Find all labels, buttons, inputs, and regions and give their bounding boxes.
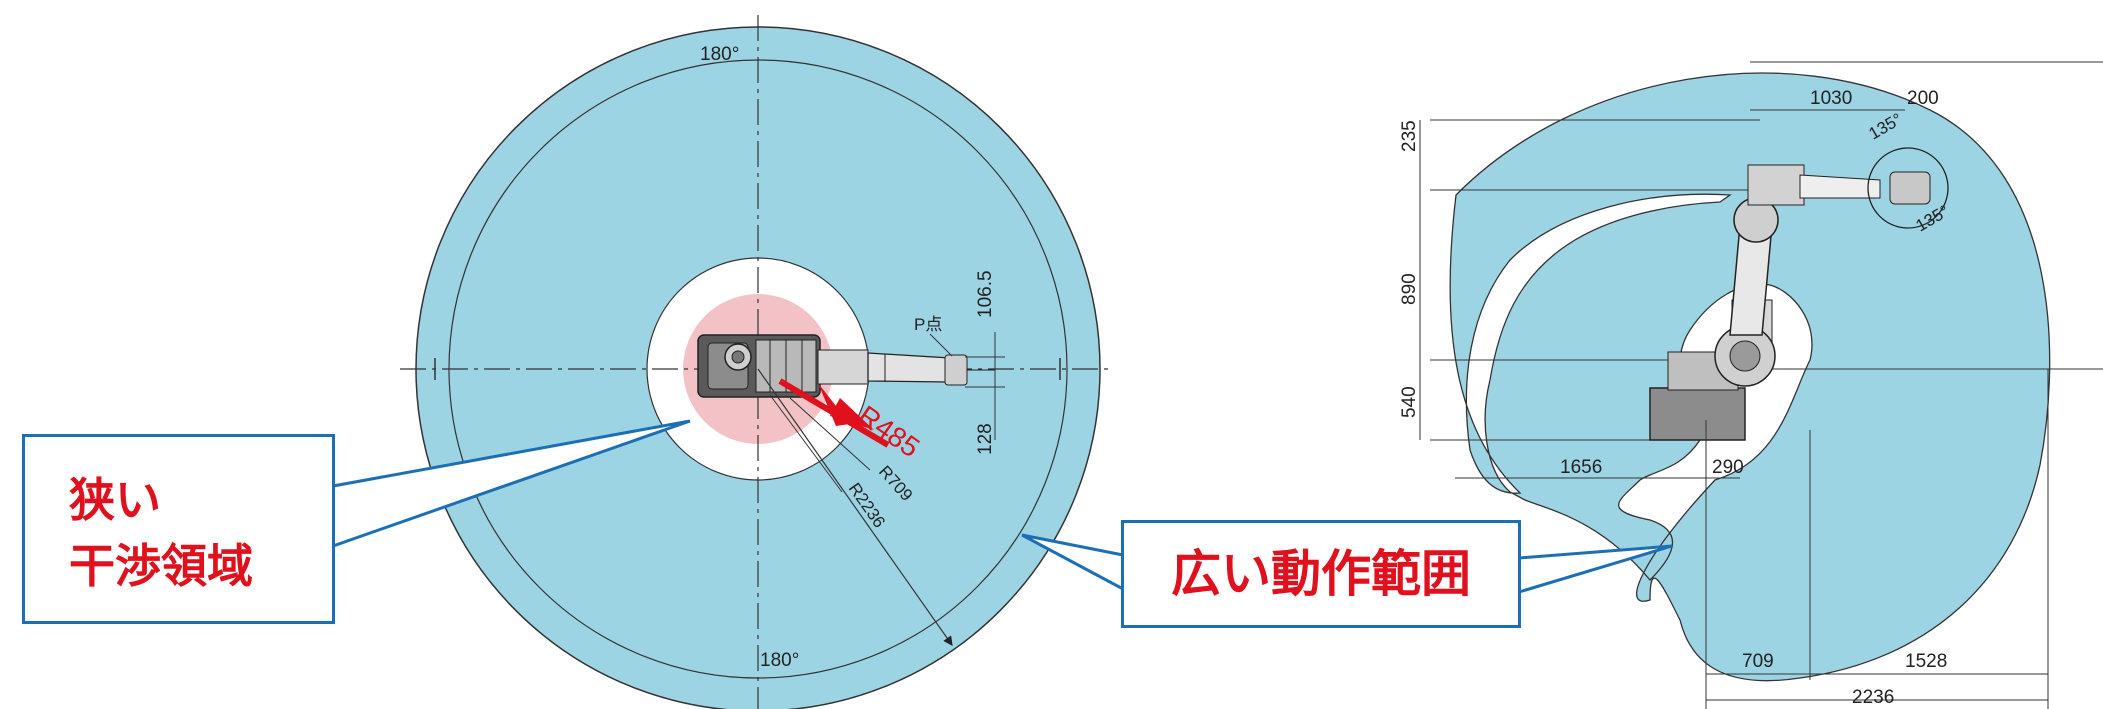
angle-bottom-label: 180° <box>760 650 799 671</box>
side-view: 1030 200 135° 135° 235 890 540 1656 290 … <box>1399 61 2103 709</box>
callout-wide-range: 広い動作範囲 <box>1121 520 1521 628</box>
dim-1528: 1528 <box>1905 651 1947 672</box>
dim-2236: 2236 <box>1852 687 1894 708</box>
dim-540: 540 <box>1399 386 1420 418</box>
dim-1656: 1656 <box>1560 457 1602 478</box>
dim-106-5: 106.5 <box>975 270 996 318</box>
callout-narrow-interference: 狭い 干渉領域 <box>22 434 335 624</box>
robot-side-body <box>1649 147 1949 441</box>
dim-290: 290 <box>1712 457 1744 478</box>
dim-890: 890 <box>1399 273 1420 305</box>
callout-narrow-line1: 狭い <box>69 473 161 527</box>
dim-200: 200 <box>1907 88 1939 109</box>
top-view: P点 106.5 128 180° 180° R709 R2236 R485 <box>400 15 1110 709</box>
dim-235: 235 <box>1399 120 1420 152</box>
callout-wide-text: 広い動作範囲 <box>1171 545 1471 603</box>
dim-709: 709 <box>1742 651 1774 672</box>
dim-128: 128 <box>975 423 996 455</box>
dim-1030: 1030 <box>1810 88 1852 109</box>
angle-top-label: 180° <box>700 44 739 65</box>
callout-narrow-line2: 干渉領域 <box>69 539 253 593</box>
p-point-label: P点 <box>914 315 942 334</box>
